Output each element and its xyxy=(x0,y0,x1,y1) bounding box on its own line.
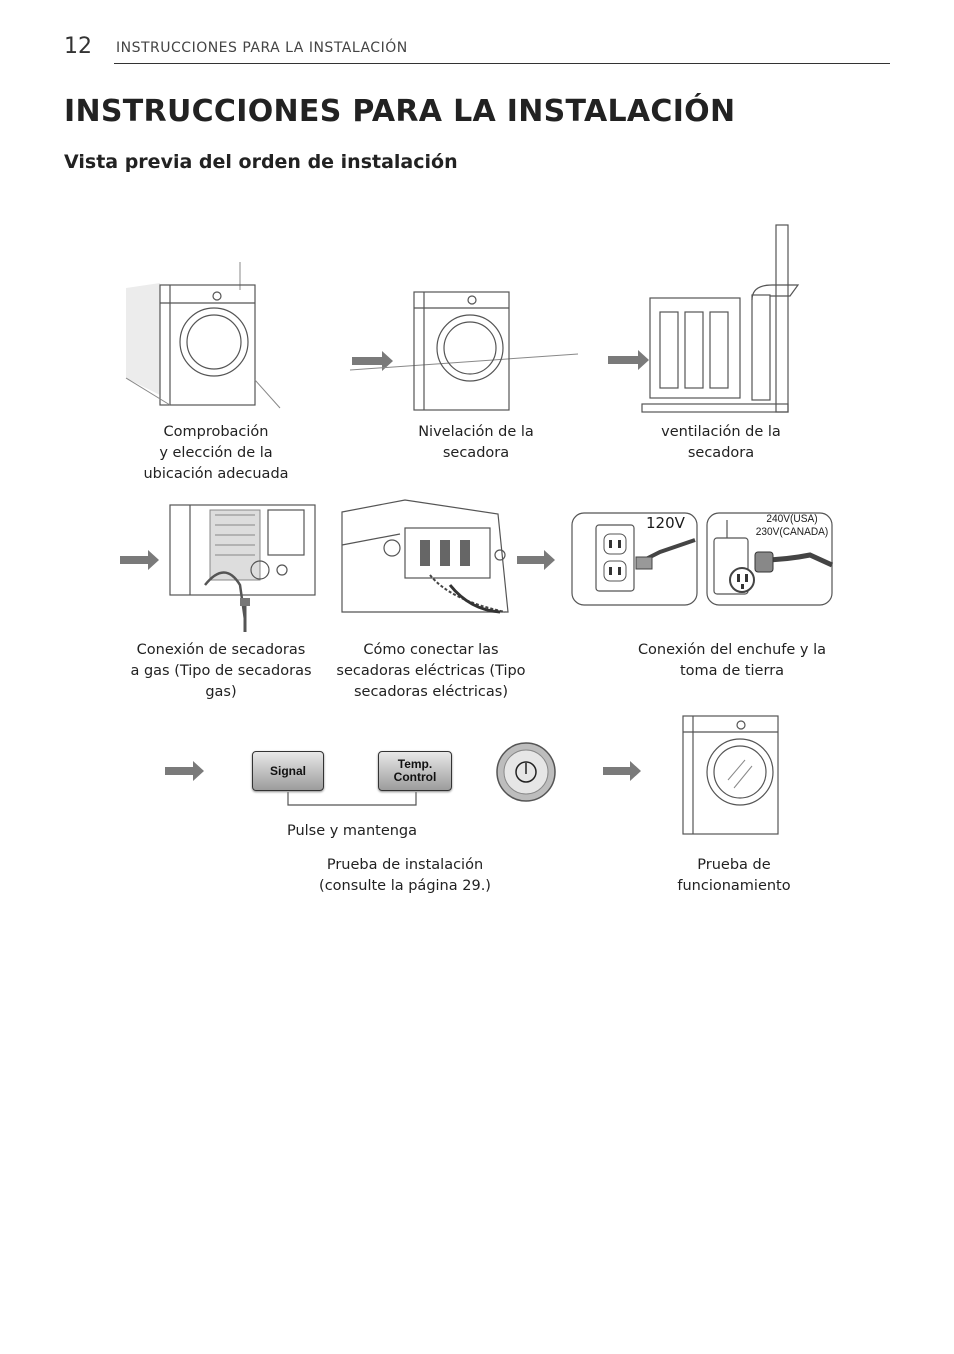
voltage-120-label: 120V xyxy=(646,514,685,532)
power-button-illustration xyxy=(496,742,556,802)
caption-operation-test: Prueba de funcionamiento xyxy=(634,855,834,897)
arrow-icon xyxy=(120,550,159,570)
temp-control-button: Temp. Control xyxy=(378,751,452,791)
dryer-leveling-illustration xyxy=(349,291,579,411)
header-section-label: INSTRUCCIONES PARA LA INSTALACIÓN xyxy=(116,40,408,56)
caption-line: funcionamiento xyxy=(677,878,791,894)
caption-leveling: Nivelación de la secadora xyxy=(376,422,576,464)
page-number: 12 xyxy=(64,34,92,59)
header-rule xyxy=(114,63,890,64)
outlet-120v-illustration xyxy=(571,512,698,606)
gas-connection-illustration xyxy=(169,504,316,632)
caption-line: ubicación adecuada xyxy=(143,466,289,482)
arrow-icon xyxy=(517,550,555,570)
caption-line: Prueba de instalación xyxy=(326,857,484,873)
caption-press-hold: Pulse y mantenga xyxy=(286,823,418,839)
caption-line: secadora xyxy=(687,445,755,461)
caption-line: (consulte la página 29.) xyxy=(319,878,491,894)
voltage-230-label: 230V(CANADA) xyxy=(755,526,829,538)
dryer-in-corner-illustration xyxy=(125,262,281,409)
arrow-icon xyxy=(352,351,393,371)
caption-line: secadoras eléctricas (Tipo xyxy=(336,663,526,679)
caption-venting: ventilación de la secadora xyxy=(621,422,821,464)
arrow-icon xyxy=(608,350,649,370)
caption-line: toma de tierra xyxy=(679,663,785,679)
arrow-icon xyxy=(603,761,641,781)
dryer-venting-illustration xyxy=(641,224,800,413)
caption-line: Nivelación de la xyxy=(418,424,534,440)
caption-line: secadora xyxy=(442,445,510,461)
temp-control-line2: Control xyxy=(393,770,437,784)
arrow-icon xyxy=(165,761,204,781)
voltage-240-230-label: 240V(USA) 230V(CANADA) xyxy=(755,513,829,539)
section-subtitle: Vista previa del orden de instalación xyxy=(64,151,458,173)
temp-control-line1: Temp. xyxy=(397,757,433,771)
outlet-240v-illustration xyxy=(706,512,834,606)
caption-line: secadoras eléctricas) xyxy=(353,684,508,700)
caption-plug: Conexión del enchufe y la toma de tierra xyxy=(622,640,842,682)
signal-button: Signal xyxy=(252,751,324,791)
caption-line: Conexión del enchufe y la xyxy=(637,642,827,658)
caption-location: Comprobación y elección de la ubicación … xyxy=(116,422,316,485)
button-bracket xyxy=(287,792,417,806)
caption-electric: Cómo conectar las secadoras eléctricas (… xyxy=(326,640,536,703)
caption-line: y elección de la xyxy=(159,445,273,461)
caption-gas: Conexión de secadoras a gas (Tipo de sec… xyxy=(116,640,326,703)
caption-line: gas) xyxy=(205,684,237,700)
caption-line: Prueba de xyxy=(697,857,771,873)
dryer-operation-illustration xyxy=(682,715,779,835)
page-title: INSTRUCCIONES PARA LA INSTALACIÓN xyxy=(64,94,736,129)
caption-line: Conexión de secadoras xyxy=(136,642,306,658)
caption-line: a gas (Tipo de secadoras xyxy=(130,663,312,679)
caption-line: Comprobación xyxy=(163,424,269,440)
caption-installation-test: Prueba de instalación (consulte la págin… xyxy=(295,855,515,897)
electric-connection-illustration xyxy=(341,499,509,614)
caption-line: Cómo conectar las xyxy=(363,642,499,658)
voltage-240-label: 240V(USA) xyxy=(766,513,818,525)
caption-line: ventilación de la xyxy=(661,424,781,440)
